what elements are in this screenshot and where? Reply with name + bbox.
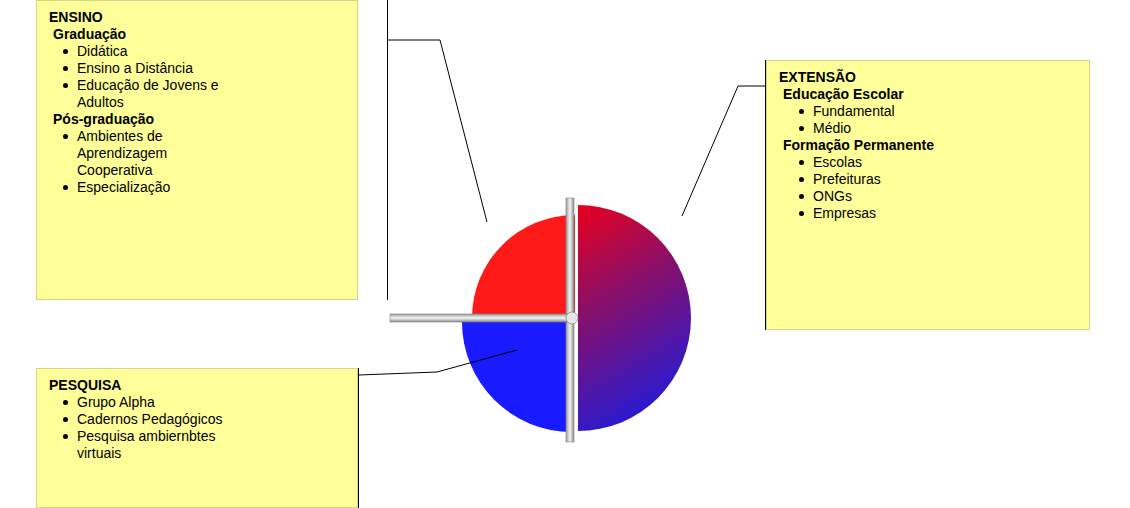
bullet-text: Fundamental [813,103,1079,120]
bullet-text: Grupo Alpha [77,394,242,411]
bullet-dot [63,66,68,71]
heading-text: ENSINO [49,9,347,26]
bracket-line [387,0,388,300]
bullet-row: Didática [49,43,347,60]
subheading-row: Graduação [49,26,347,43]
leader-line [682,86,766,216]
bullet-text: Didática [77,43,242,60]
bullet-row: Ambientes de Aprendizagem Cooperativa [49,128,347,179]
subheading-row: Pós-graduação [49,111,347,128]
bullet-dot [63,185,68,190]
leader-line [359,350,518,375]
bullet-row: Educação de Jovens e Adultos [49,77,347,111]
bullet-dot [799,194,804,199]
pie-blue-quarter [462,322,572,432]
section-heading: PESQUISA [49,377,347,394]
bullet-text: Especialização [77,179,242,196]
pie-center [566,312,578,324]
bracket-line [358,368,359,508]
topic-box: PESQUISAGrupo AlphaCadernos PedagógicosP… [36,368,358,508]
bullet-dot [63,49,68,54]
subheading-row: Educação Escolar [779,86,1079,103]
heading-text: PESQUISA [49,377,347,394]
leader-line [388,40,488,222]
pie-red-quarter [472,215,575,318]
bullet-row: Cadernos Pedagógicos [49,411,347,428]
bullet-text: Cadernos Pedagógicos [77,411,242,428]
bullet-text: Pesquisa ambiernbtes virtuais [77,428,242,462]
bullet-row: Empresas [779,205,1079,222]
bullet-row: Fundamental [779,103,1079,120]
section-heading: EXTENSÃO [779,69,1079,86]
bullet-text: Educação de Jovens e Adultos [77,77,242,111]
bullet-text: Empresas [813,205,1079,222]
section-heading: ENSINO [49,9,347,26]
subheading-text: Pós-graduação [53,111,347,128]
bullet-text: Escolas [813,154,1079,171]
bullet-row: ONGs [779,188,1079,205]
pie-right-half [578,205,691,431]
bullet-text: Ensino a Distância [77,60,242,77]
subheading-text: Educação Escolar [783,86,1079,103]
bullet-row: Médio [779,120,1079,137]
bullet-dot [63,417,68,422]
bullet-dot [799,211,804,216]
bullet-dot [799,177,804,182]
bullet-text: Médio [813,120,1079,137]
bullet-text: Ambientes de Aprendizagem Cooperativa [77,128,242,179]
topic-box: EXTENSÃOEducação EscolarFundamentalMédio… [766,60,1090,330]
bullet-dot [63,434,68,439]
bullet-dot [799,109,804,114]
subheading-text: Formação Permanente [783,137,1079,154]
bullet-dot [63,83,68,88]
bullet-dot [63,400,68,405]
bullet-row: Especialização [49,179,347,196]
bullet-text: ONGs [813,188,1079,205]
bullet-row: Escolas [779,154,1079,171]
subheading-text: Graduação [53,26,347,43]
grey-bar [390,314,574,322]
bullet-dot [799,126,804,131]
subheading-row: Formação Permanente [779,137,1079,154]
bullet-row: Pesquisa ambiernbtes virtuais [49,428,347,462]
bullet-dot [63,134,68,139]
bullet-text: Prefeituras [813,171,1079,188]
bullet-row: Ensino a Distância [49,60,347,77]
topic-box: ENSINOGraduaçãoDidáticaEnsino a Distânci… [36,0,358,300]
heading-text: EXTENSÃO [779,69,1079,86]
bullet-dot [799,160,804,165]
bullet-row: Prefeituras [779,171,1079,188]
bullet-row: Grupo Alpha [49,394,347,411]
